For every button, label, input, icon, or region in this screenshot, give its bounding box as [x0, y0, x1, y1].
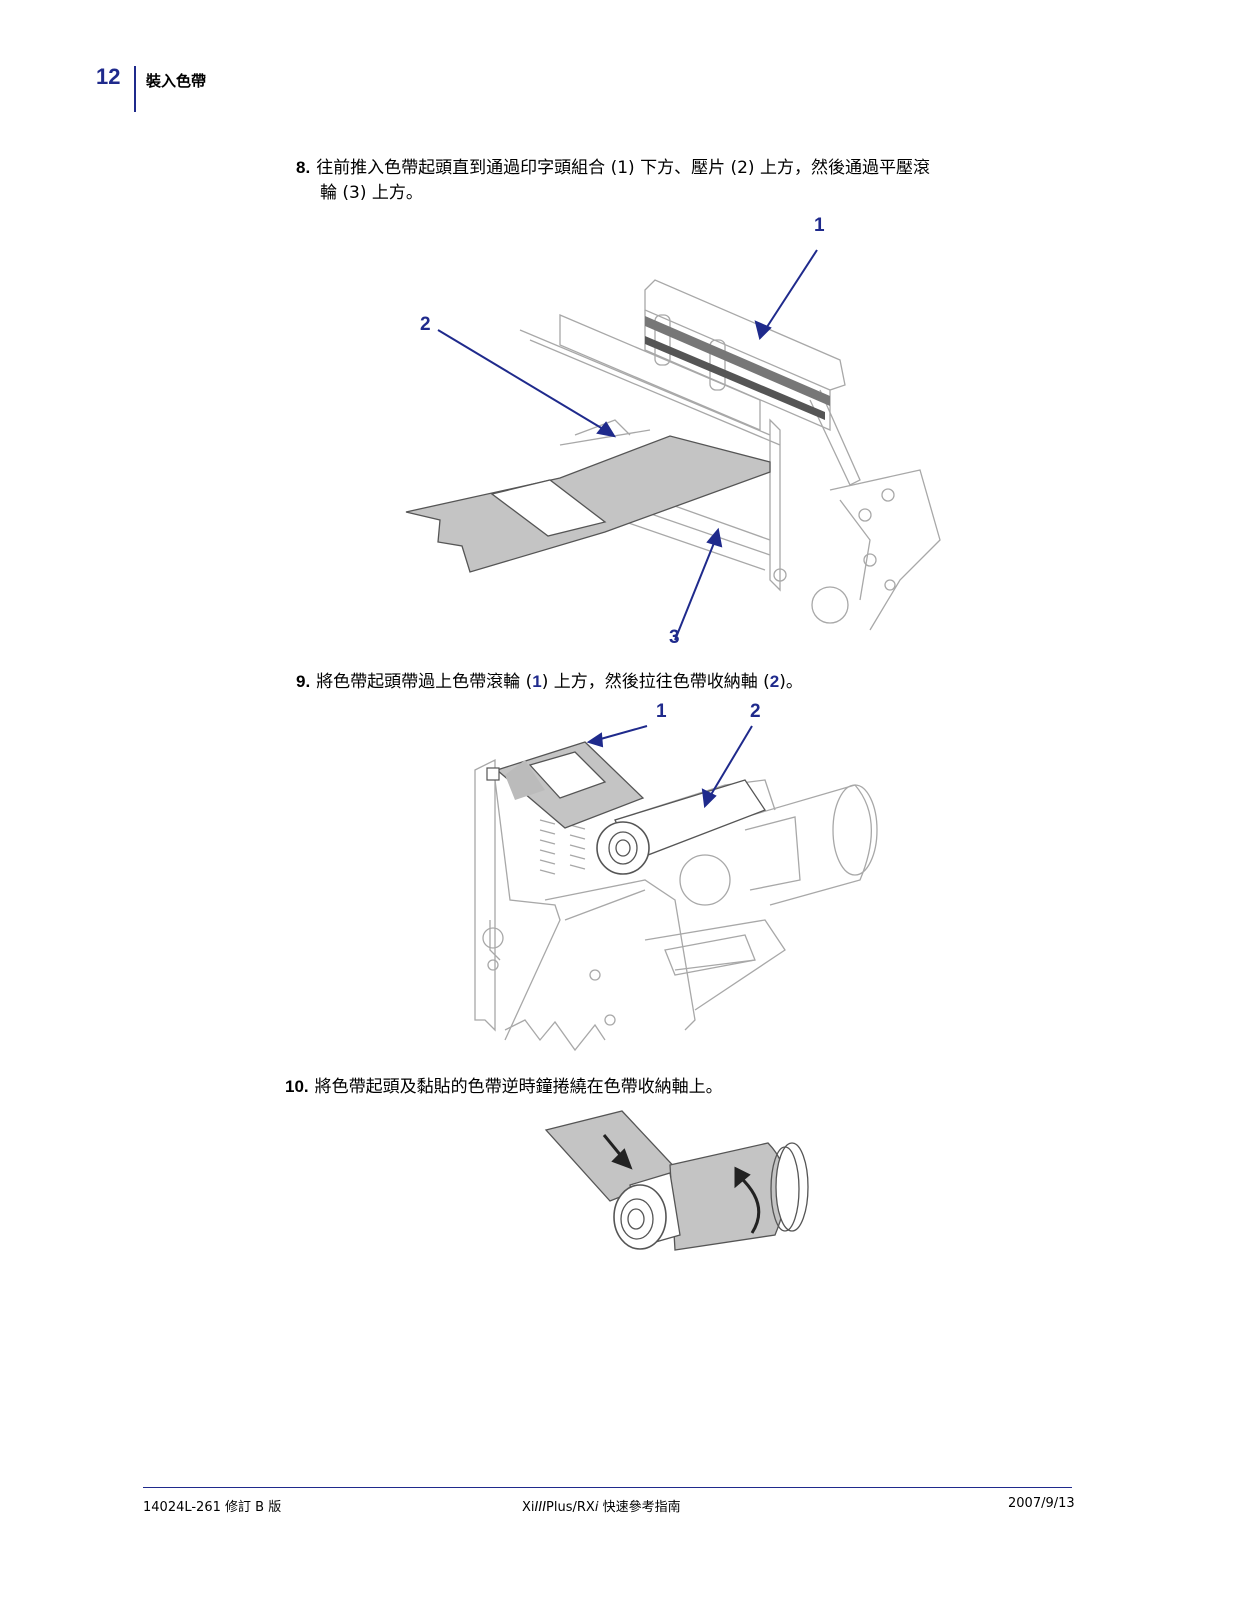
fig2-callout-1: 1: [656, 701, 667, 722]
figure-ribbon-wrap: [544, 1110, 809, 1251]
step-8: 8. 往前推入色帶起頭直到通過印字頭組合 (1) 下方、壓片 (2) 上方，然後通…: [296, 156, 930, 180]
footer-guide-title: XiIIIPlus/RXi 快速參考指南: [522, 1496, 681, 1515]
step-8-line2: 輪 (3) 上方。: [320, 181, 423, 205]
ref-1: 1: [532, 672, 542, 691]
footer-doc-number: 14024L-261 修訂 B 版: [143, 1500, 282, 1515]
step-9: 9. 將色帶起頭帶過上色帶滾輪 (1) 上方，然後拉往色帶收納軸 (2)。: [296, 670, 803, 694]
step-number: 10.: [285, 1077, 309, 1096]
step-text: 將色帶起頭及黏貼的色帶逆時鐘捲繞在色帶收納軸上。: [314, 1077, 723, 1097]
step-number: 8.: [296, 158, 311, 177]
fig1-callout-3: 3: [669, 627, 680, 648]
footer-divider: [143, 1487, 1072, 1488]
step-text-prefix: 將色帶起頭帶過上色帶滾輪 (: [316, 672, 533, 692]
figure-ribbon-path: [474, 725, 878, 1052]
header-divider: [134, 66, 136, 112]
fig1-callout-1: 1: [814, 215, 825, 236]
footer-title-part: Xi: [522, 1500, 535, 1515]
fig1-callout-2: 2: [420, 314, 431, 335]
footer-date: 2007/9/13: [1008, 1496, 1075, 1511]
ref-2: 2: [769, 672, 780, 691]
step-text-mid: ) 上方，然後拉往色帶收納軸 (: [541, 672, 770, 692]
footer-title-part: III: [534, 1500, 547, 1515]
footer-title-part: Plus/RX: [546, 1500, 595, 1515]
step-number: 9.: [296, 672, 311, 691]
step-text: 輪 (3) 上方。: [320, 183, 423, 203]
page-number: 12: [96, 64, 121, 89]
step-text-suffix: )。: [779, 672, 803, 692]
footer-title-part: i: [594, 1500, 599, 1515]
fig2-callout-2: 2: [750, 701, 761, 722]
step-text: 往前推入色帶起頭直到通過印字頭組合 (1) 下方、壓片 (2) 上方，然後通過平…: [316, 158, 930, 178]
footer-title-part: 快速參考指南: [598, 1500, 681, 1515]
step-10: 10. 將色帶起頭及黏貼的色帶逆時鐘捲繞在色帶收納軸上。: [285, 1075, 723, 1099]
section-title: 裝入色帶: [146, 72, 207, 90]
figure-printhead-ribbon: [405, 249, 941, 640]
